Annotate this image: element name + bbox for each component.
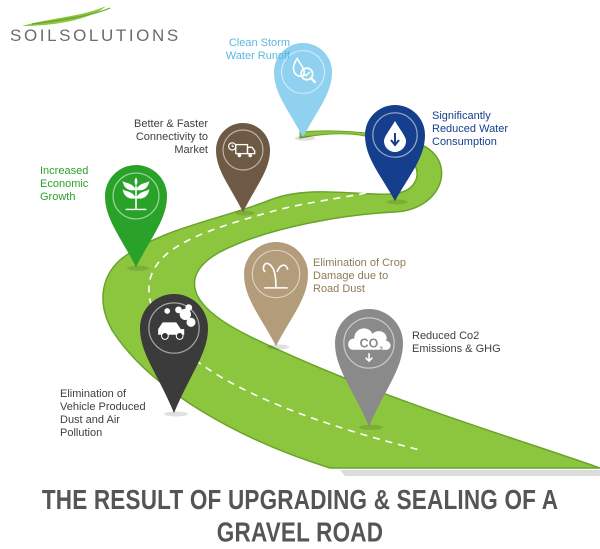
water-drop-magnifier-icon	[292, 56, 317, 84]
brand-logo: SOILSOLUTIONS	[10, 26, 181, 45]
marker-pin-storm-water	[274, 43, 332, 141]
marker-pin-ring-connectivity	[222, 129, 264, 171]
marker-pin-shadow-co2	[359, 424, 383, 430]
marker-pin-body-storm-water	[274, 43, 332, 138]
marker-pin-shadow-storm-water	[294, 135, 316, 141]
marker-label-line: Market	[174, 144, 208, 156]
marker-label-line: Consumption	[432, 136, 497, 148]
marker-pin-ring-economic-growth	[112, 172, 160, 220]
marker-pin-ring-storm-water	[280, 49, 326, 95]
plant-icon	[122, 177, 150, 211]
marker-pin-shadow-vehicle-dust	[164, 411, 188, 417]
marker-label-line: Damage due to	[313, 270, 389, 282]
marker-label-line: Elimination of	[60, 388, 127, 400]
marker-label-line: Significantly	[432, 110, 491, 122]
marker-pin-ring-water-consumption	[372, 112, 418, 158]
marker-label-line: Economic	[40, 178, 89, 190]
marker-pin-ring-co2	[343, 317, 395, 369]
marker-pin-economic-growth	[105, 164, 168, 271]
marker-pin-connectivity	[216, 123, 270, 216]
svg-text:CO: CO	[360, 337, 379, 351]
marker-pin-body-crop-damage	[244, 242, 308, 346]
marker-pin-ring-vehicle-dust	[148, 302, 200, 354]
winding-road	[102, 130, 600, 476]
delivery-truck-icon	[227, 142, 256, 158]
marker-label-line: Growth	[40, 191, 76, 203]
marker-pin-body-economic-growth	[105, 164, 168, 268]
footer-title: THE RESULT OF UPGRADING & SEALING OF A G…	[41, 484, 559, 548]
water-drop-icon	[384, 121, 406, 152]
marker-label-line: Emissions & GHG	[412, 343, 501, 355]
logo-swoosh	[22, 6, 106, 26]
marker-label-line: Vehicle Produced	[60, 401, 146, 413]
marker-label-line: Pollution	[60, 427, 103, 439]
marker-pin-crop-damage	[244, 242, 308, 350]
marker-pin-ring-crop-damage	[251, 249, 301, 299]
marker-label-line: Better & Faster	[134, 118, 208, 130]
marker-label-line: Elimination of Crop	[313, 257, 406, 269]
marker-pin-body-connectivity	[216, 123, 270, 213]
marker-label-line: Increased	[40, 165, 89, 177]
marker-label-line: Road Dust	[313, 283, 365, 295]
marker-label-line: Reduced Co2	[412, 330, 480, 342]
marker-pin-shadow-economic-growth	[127, 265, 149, 271]
road-surface	[102, 141, 600, 469]
svg-text:2: 2	[379, 346, 383, 353]
logo-swoosh-accent	[31, 7, 111, 25]
marker-pin-shadow-connectivity	[235, 210, 255, 216]
marker-label-line: Reduced Water	[432, 123, 509, 135]
road-shadow	[340, 470, 600, 476]
marker-pin-shadow-crop-damage	[266, 344, 290, 350]
car-exhaust-icon	[158, 304, 196, 340]
marker-label-line: Water Runoff	[225, 50, 290, 62]
marker-label-line: Dust and Air	[60, 414, 120, 426]
marker-pin-shadow-water-consumption	[386, 199, 408, 205]
marker-pin-body-water-consumption	[365, 105, 425, 201]
wilted-plant-icon	[262, 262, 289, 289]
marker-label-line: Clean Storm	[228, 37, 290, 49]
marker-pin-water-consumption	[365, 105, 425, 205]
marker-label-line: Connectivity to	[135, 131, 208, 143]
road-center-dashes	[148, 169, 421, 451]
marker-pin-vehicle-dust	[140, 294, 208, 417]
